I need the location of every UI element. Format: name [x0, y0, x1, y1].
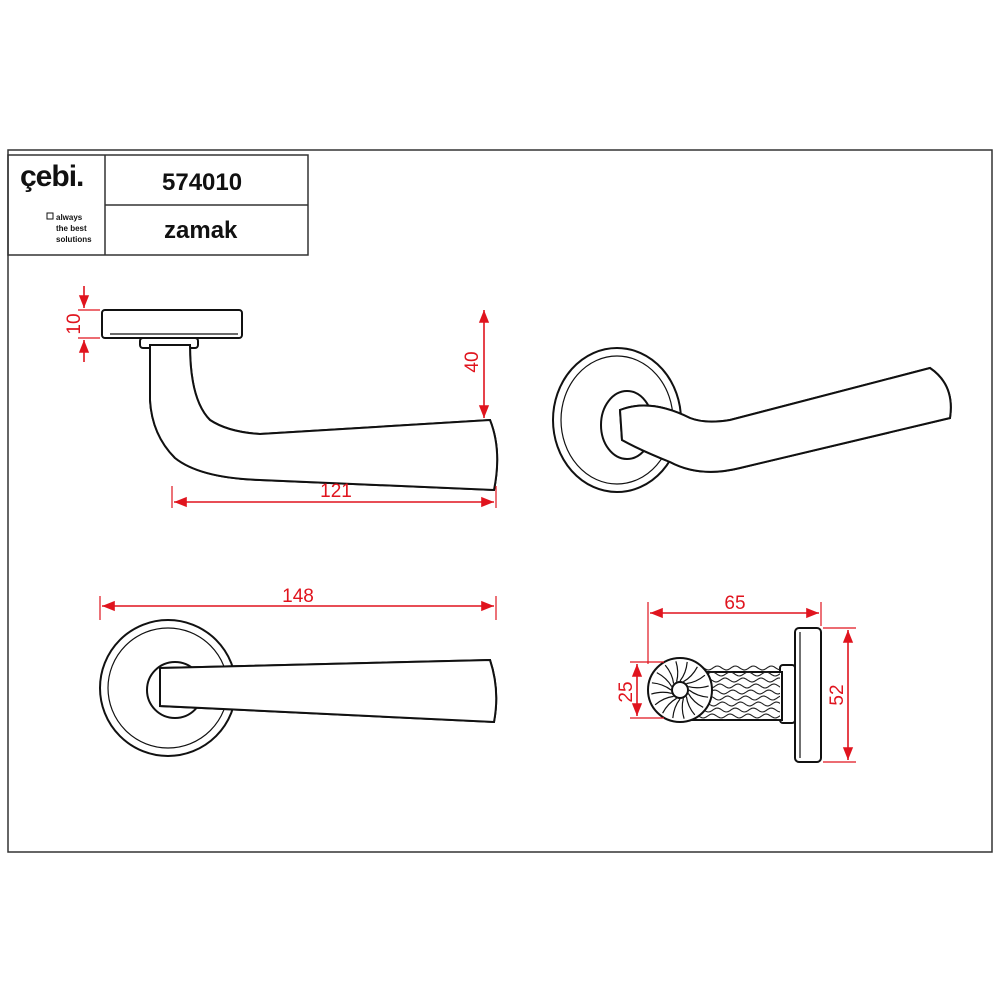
title-block: çebi. always the best solutions 574010 z…	[7, 154, 309, 256]
tagline-line-2: the best	[56, 224, 87, 233]
end-view: 65 25 52	[616, 593, 856, 763]
dim-rose-diameter: 52	[827, 684, 848, 705]
side-view: 10 40 121	[64, 286, 499, 508]
sheet-frame	[7, 149, 993, 853]
dim-side-length: 121	[320, 481, 352, 502]
end-knob-center	[671, 681, 689, 699]
brand-logo: çebi.	[20, 160, 83, 193]
dim-neck-diameter: 25	[616, 681, 637, 702]
dim-projection: 65	[724, 593, 745, 614]
perspective-view	[552, 347, 952, 493]
product-code: 574010	[162, 169, 242, 196]
front-view: 148	[99, 586, 498, 757]
end-knob-petals	[651, 661, 709, 719]
tagline-line-1: always	[56, 213, 83, 222]
dim-front-length: 148	[282, 586, 314, 607]
end-rose-plate	[794, 627, 822, 763]
tagline-square-icon	[46, 212, 54, 220]
dim-lever-height: 40	[462, 351, 483, 372]
dim-rose-thickness: 10	[64, 313, 85, 334]
tagline-line-3: solutions	[56, 235, 92, 244]
material-label: zamak	[164, 217, 238, 244]
